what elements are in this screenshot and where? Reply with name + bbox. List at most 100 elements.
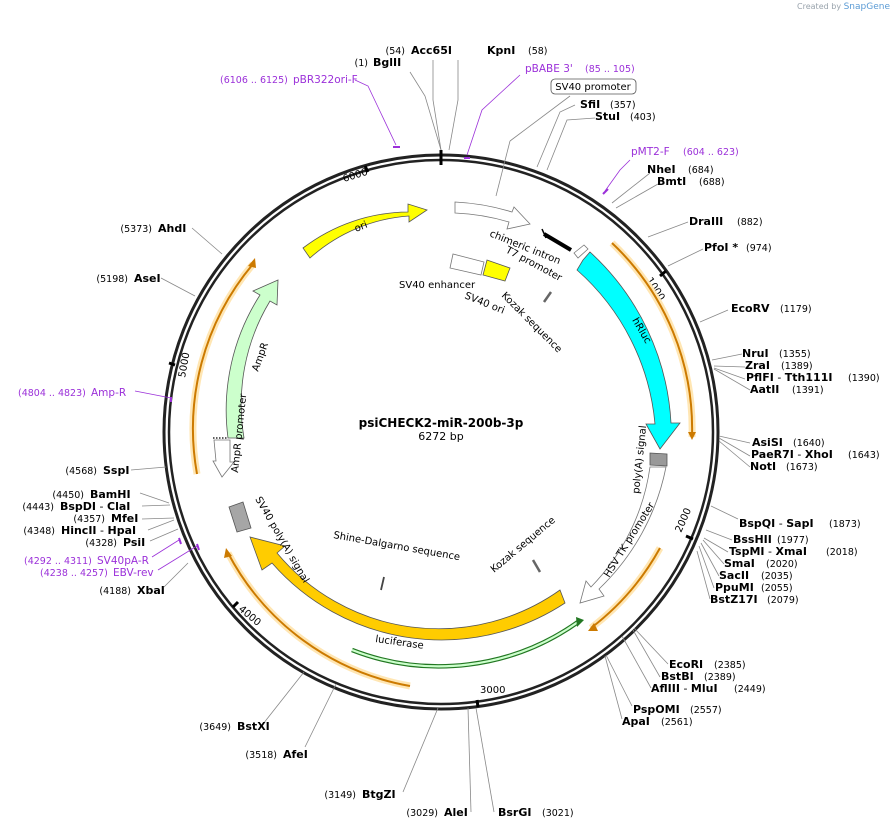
svg-text:BglII: BglII — [373, 56, 401, 69]
svg-text:(403): (403) — [630, 112, 656, 123]
svg-text:AfeI: AfeI — [283, 748, 308, 761]
enzyme-pfoi: PfoI *(974) — [704, 241, 772, 254]
svg-text:(4188): (4188) — [99, 586, 131, 597]
polya-signal-label: poly(A) signal — [631, 425, 649, 494]
backbone — [162, 150, 720, 711]
ori-feature — [302, 203, 428, 259]
svg-text:(6106 .. 6125): (6106 .. 6125) — [220, 75, 288, 86]
enzyme-ahdi: (5373)AhdI — [120, 222, 186, 235]
svg-text:BamHI: BamHI — [90, 488, 131, 501]
enzyme-bstz17i: BstZ17I(2079) — [710, 593, 799, 606]
primer-pbr322ori-f: (6106 .. 6125) pBR322ori-F — [220, 74, 358, 86]
enzyme-labels: (54)Acc65I KpnI(58) (1)BglII SfiI(357) S… — [22, 44, 879, 819]
enzyme-zrai: ZraI(1389) — [745, 359, 813, 372]
enzyme-hincii-hpai: (4348)HincII - HpaI — [23, 524, 136, 537]
svg-text:(4328): (4328) — [85, 538, 117, 549]
enzyme-bglii: (1)BglII — [355, 56, 402, 69]
sv40-promoter-box — [550, 78, 637, 95]
svg-text:(2385): (2385) — [714, 660, 746, 671]
svg-text:(1673): (1673) — [786, 462, 818, 473]
svg-text:(4443): (4443) — [22, 502, 54, 513]
ampr-promoter-feature — [212, 439, 235, 478]
kozak-label-1: Kozak sequence — [499, 290, 564, 355]
ampr-feature — [225, 279, 279, 439]
svg-text:(2389): (2389) — [704, 672, 736, 683]
sv40-polya-feature — [228, 501, 252, 533]
svg-text:(2055): (2055) — [761, 583, 793, 594]
svg-text:(1390): (1390) — [848, 373, 880, 384]
sv40-promoter-label: SV40 promoter — [555, 82, 631, 93]
svg-text:(4357): (4357) — [73, 514, 105, 525]
svg-text:pBABE 3': pBABE 3' — [525, 63, 573, 75]
svg-text:(1640): (1640) — [793, 438, 825, 449]
enzyme-tspmi-xmai: TspMI - XmaI (2018) — [729, 545, 858, 558]
svg-text:(1355): (1355) — [779, 349, 811, 360]
svg-text:PsiI: PsiI — [123, 536, 145, 549]
svg-text:pBR322ori-F: pBR322ori-F — [293, 74, 358, 86]
enzyme-noti: NotI (1673) — [750, 460, 818, 473]
svg-text:AatII: AatII — [750, 383, 779, 396]
svg-text:(2020): (2020) — [766, 559, 798, 570]
enzyme-alei: (3029) AleI — [406, 806, 467, 819]
svg-text:(4238 .. 4257): (4238 .. 4257) — [40, 568, 108, 579]
svg-text:ApaI: ApaI — [622, 715, 650, 728]
sv40-enhancer-label: SV40 enhancer — [399, 280, 476, 291]
primer-marks — [170, 146, 609, 551]
svg-text:XbaI: XbaI — [137, 584, 165, 597]
svg-text:AflIII - MluI: AflIII - MluI — [651, 682, 718, 695]
chimeric-intron-feature — [454, 201, 531, 230]
svg-text:(1391): (1391) — [792, 385, 824, 396]
enzyme-sspi: (4568) SspI — [65, 464, 129, 477]
kozak-label-2: Kozak sequence — [489, 515, 558, 575]
hsv-tk-promoter-feature — [579, 466, 667, 604]
svg-text:Amp-R: Amp-R — [91, 387, 126, 399]
primer-pbabe3: pBABE 3'(85 .. 105) — [525, 63, 635, 75]
enzyme-bsrgi: BsrGI(3021) — [498, 806, 574, 819]
svg-text:NotI: NotI — [750, 460, 776, 473]
sv40-ori-feature — [482, 259, 511, 282]
svg-text:(882): (882) — [737, 217, 763, 228]
svg-text:(2018): (2018) — [826, 547, 858, 558]
svg-text:(1389): (1389) — [781, 361, 813, 372]
enzyme-sacii: SacII(2035) — [719, 569, 793, 582]
svg-text:(58): (58) — [528, 46, 548, 57]
svg-text:SfiI: SfiI — [580, 98, 600, 111]
svg-text:StuI: StuI — [595, 110, 620, 123]
svg-text:EBV-rev: EBV-rev — [113, 567, 154, 579]
primer-pmt2-f: pMT2-F (604 .. 623) — [631, 146, 739, 158]
svg-text:AsiSI: AsiSI — [752, 436, 783, 449]
enzyme-leaders — [130, 60, 751, 813]
snapgene-brand: Created by SnapGene — [797, 2, 890, 12]
enzyme-bspqi-sapi: BspQI - SapI(1873) — [739, 517, 861, 530]
svg-text:(5198): (5198) — [96, 274, 128, 285]
svg-text:(4568): (4568) — [65, 466, 97, 477]
svg-text:pMT2-F: pMT2-F — [631, 146, 670, 158]
svg-text:(2561): (2561) — [661, 717, 693, 728]
svg-text:NheI: NheI — [647, 163, 676, 176]
enzyme-apai: ApaI (2561) — [622, 715, 693, 728]
svg-text:BstXI: BstXI — [237, 720, 270, 733]
sv40-ori-label: SV40 ori — [463, 291, 506, 317]
svg-text:AhdI: AhdI — [158, 222, 186, 235]
svg-text:SspI: SspI — [103, 464, 129, 477]
svg-text:(688): (688) — [699, 177, 725, 188]
svg-text:TspMI - XmaI: TspMI - XmaI — [729, 545, 807, 558]
kozak-mark-1 — [542, 291, 553, 303]
primer-labels: (6106 .. 6125) pBR322ori-F pBABE 3'(85 ..… — [18, 63, 739, 579]
svg-text:(604 .. 623): (604 .. 623) — [683, 147, 739, 158]
svg-text:BssHII: BssHII — [733, 533, 772, 546]
svg-text:AleI: AleI — [444, 806, 468, 819]
shine-dalgarno-mark — [380, 576, 385, 591]
enzyme-asei: (5198)AseI — [96, 272, 160, 285]
primer-sv40pa-r: (4292 .. 4311)SV40pA-R — [24, 555, 149, 567]
svg-text:(4348): (4348) — [23, 526, 55, 537]
svg-text:KpnI: KpnI — [487, 44, 515, 57]
svg-text:(3029): (3029) — [406, 808, 438, 819]
svg-text:(3518): (3518) — [245, 750, 277, 761]
brand-prefix: Created by — [797, 2, 842, 11]
svg-text:BsrGI: BsrGI — [498, 806, 531, 819]
enzyme-btgzi: (3149)BtgZI — [324, 788, 395, 801]
plasmid-length: 6272 bp — [418, 430, 463, 443]
enzyme-asisi: AsiSI (1640) — [752, 436, 825, 449]
ampr-label: AmpR — [250, 341, 271, 373]
